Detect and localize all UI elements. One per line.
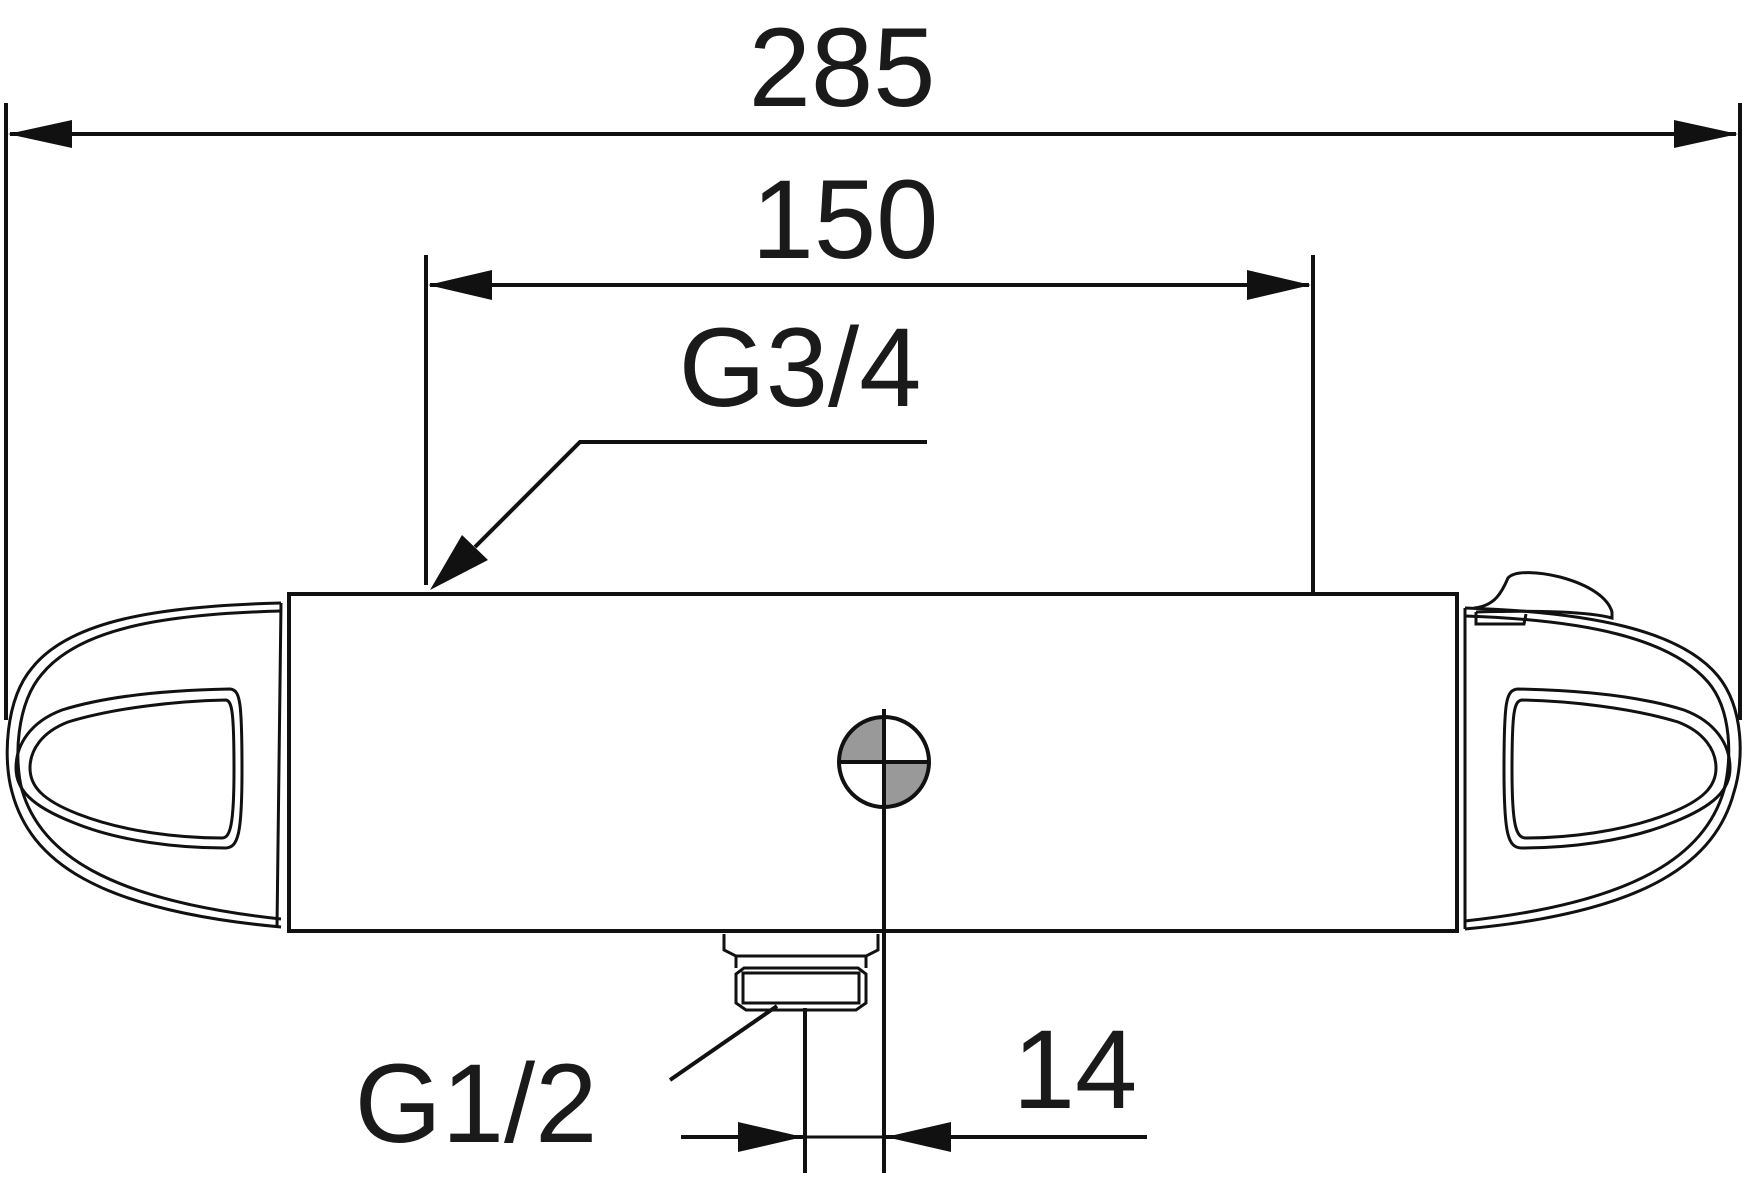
leader-line <box>473 440 927 549</box>
arrowhead-right <box>1674 120 1738 148</box>
handle-joint <box>275 602 283 928</box>
grip-recess-outer <box>1502 687 1732 850</box>
handle-outline-outer <box>5 601 282 929</box>
thermostat-body <box>287 592 1459 933</box>
connection-spacing-label: 150 <box>752 157 939 282</box>
connection-spacing-dimension: 150 <box>424 157 1315 592</box>
center-marker-quadrant-top-left <box>839 717 884 762</box>
arrowhead-right <box>1247 270 1311 300</box>
handle-outline-inner <box>1464 614 1731 923</box>
handle-outline-inner <box>16 609 282 921</box>
outlet-offset-dimension: 14 <box>681 1007 1147 1173</box>
grip-recess-inner <box>28 698 236 840</box>
right-handle <box>1463 571 1742 931</box>
outlet-thread-callout: G1/2 <box>355 1004 779 1166</box>
overall-width-label: 285 <box>749 5 936 130</box>
inlet-thread-callout: G3/4 <box>430 305 927 590</box>
center-marker-quadrant-bottom-right <box>884 762 929 807</box>
safety-stop-button <box>1473 571 1614 620</box>
fitting-collar-left <box>722 934 738 968</box>
grip-recess-outer <box>14 687 244 850</box>
arrowhead-right <box>886 1122 951 1152</box>
outlet-offset-label: 14 <box>1013 1007 1138 1132</box>
handle-outline-outer <box>1464 606 1742 931</box>
left-handle <box>5 601 283 929</box>
safety-stop-base <box>1474 612 1528 626</box>
fitting-collar-right <box>864 934 880 968</box>
outlet-fitting <box>722 934 880 1012</box>
center-marker <box>837 709 931 1173</box>
grip-recess-inner <box>1510 698 1718 840</box>
fitting-nut-inner <box>741 971 861 1005</box>
inlet-thread-label: G3/4 <box>679 305 922 430</box>
arrowhead-left <box>8 120 72 148</box>
arrowhead-left <box>428 270 492 300</box>
overall-width-dimension: 285 <box>4 5 1742 720</box>
arrowhead-left <box>738 1122 803 1152</box>
outlet-thread-label: G1/2 <box>355 1041 598 1166</box>
fitting-nut-outer <box>734 966 868 1012</box>
leader-line <box>668 1004 779 1082</box>
leader-arrowhead <box>430 535 488 590</box>
valve-housing <box>287 592 1459 933</box>
